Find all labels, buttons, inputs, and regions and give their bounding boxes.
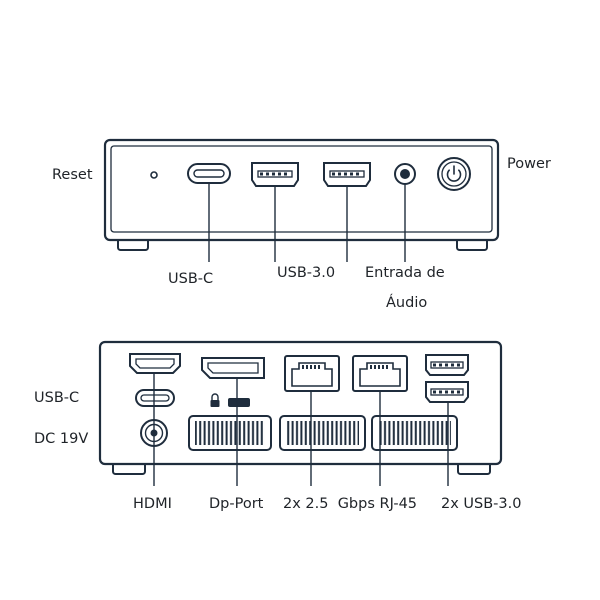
vent-grille-icon — [188, 415, 272, 451]
rear-usb-c-label: USB-C — [34, 390, 79, 406]
power-label: Power — [507, 156, 551, 172]
lock-icon — [210, 393, 220, 407]
hdmi-label: HDMI — [133, 496, 172, 512]
rear-usb3-label: 2x USB-3.0 — [441, 496, 521, 512]
power-button-icon — [437, 157, 471, 191]
vent-grille-icon — [371, 415, 458, 451]
usb-c-port-icon — [187, 163, 231, 184]
usb-a-port-icon — [425, 381, 469, 403]
rj45-label: 2x 2.5 Gbps RJ-45 — [283, 496, 417, 512]
rj45-port-icon — [284, 355, 340, 392]
front-case-inner — [110, 145, 493, 233]
usb-a-port-icon — [323, 162, 371, 187]
front-usb-3-label: USB-3.0 — [277, 265, 335, 281]
dc-label: DC 19V — [34, 431, 88, 447]
rear-panel: USB-C DC 19V HDMI Dp-Port 2x 2.5 Gbps RJ… — [34, 340, 521, 512]
audio-label-line2: Áudio — [386, 294, 427, 311]
audio-jack-icon — [394, 163, 416, 185]
usb-a-port-icon — [425, 354, 469, 376]
usb-c-port-icon — [135, 389, 175, 407]
front-case — [103, 138, 500, 242]
vent-grille-icon — [279, 415, 366, 451]
rj45-port-icon — [352, 355, 408, 392]
front-usb-c-label: USB-C — [168, 271, 213, 287]
security-slot-icon — [228, 398, 250, 407]
front-panel: Reset Power USB-C USB-3.0 Entrada de Áud… — [52, 138, 551, 311]
reset-label: Reset — [52, 167, 93, 183]
usb-a-port-icon — [251, 162, 299, 187]
dp-label: Dp-Port — [209, 496, 264, 512]
audio-label-line1: Entrada de — [365, 265, 445, 281]
reset-pinhole-icon — [150, 171, 158, 179]
displayport-icon — [201, 357, 265, 379]
hdmi-port-icon — [129, 353, 181, 374]
